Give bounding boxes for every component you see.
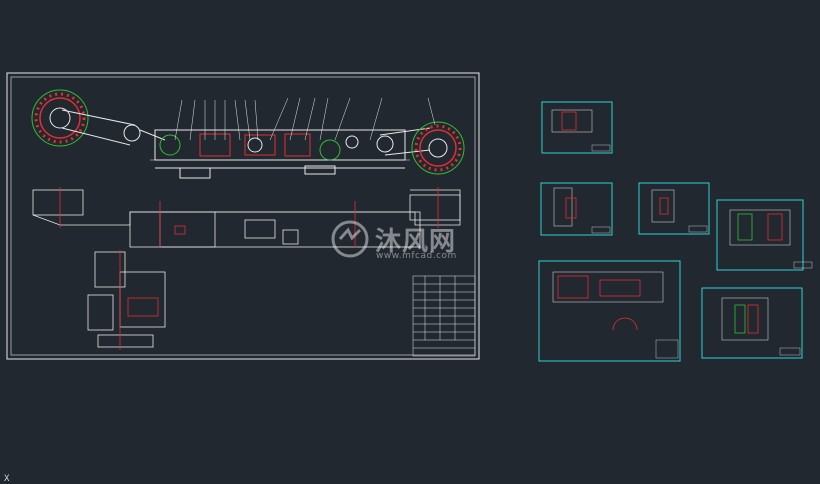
right-cutter-drum bbox=[411, 121, 465, 175]
right-ranging-arm bbox=[376, 127, 431, 156]
watermark-logo-icon bbox=[331, 220, 369, 258]
detail-sheet-4[interactable] bbox=[716, 199, 813, 271]
detail-sheet-2[interactable] bbox=[540, 182, 613, 236]
main-assembly-sheet[interactable] bbox=[6, 72, 480, 360]
watermark-brand: 沐风网 bbox=[375, 227, 457, 257]
ucs-axis-marker: X bbox=[4, 474, 10, 484]
main-title-block bbox=[412, 275, 476, 357]
detail-sheet-1[interactable] bbox=[541, 101, 613, 154]
side-view bbox=[87, 250, 166, 350]
balloon-leader-lines bbox=[174, 97, 436, 141]
watermark: 沐风网 www.mfcad.com bbox=[330, 218, 500, 268]
left-cutter-drum bbox=[31, 89, 89, 147]
detail-sheet-5[interactable] bbox=[538, 260, 681, 362]
plan-view bbox=[32, 187, 461, 248]
left-ranging-arm bbox=[61, 109, 166, 146]
detail-sheet-3[interactable] bbox=[638, 182, 710, 235]
watermark-url: www.mfcad.com bbox=[376, 251, 457, 261]
detail-sheet-6[interactable] bbox=[701, 287, 803, 359]
